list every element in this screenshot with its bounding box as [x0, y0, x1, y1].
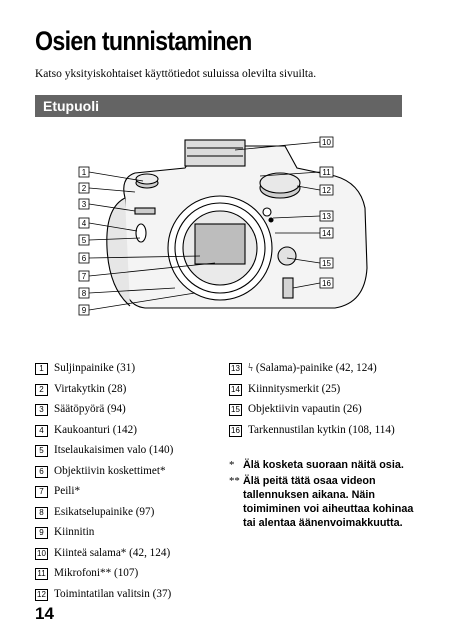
callout-9: 9 — [82, 306, 87, 315]
callout-7: 7 — [82, 272, 87, 281]
camera-front-illustration: 1 2 3 4 5 6 7 8 9 10 11 12 13 14 15 16 — [78, 136, 368, 316]
callout-1: 1 — [82, 168, 87, 177]
footnote: **Älä peitä tätä osaa videon tallennukse… — [229, 475, 414, 529]
section-header: Etupuoli — [35, 95, 402, 117]
callout-15: 15 — [322, 259, 331, 268]
callout-5: 5 — [82, 236, 87, 245]
footnote: *Älä kosketa suoraan näitä osia. — [229, 459, 404, 471]
page-title: Osien tunnistaminen — [35, 26, 252, 56]
footnotes: *Älä kosketa suoraan näitä osia. **Älä p… — [229, 458, 424, 532]
callout-4: 4 — [82, 219, 87, 228]
callout-13: 13 — [322, 212, 331, 221]
callout-14: 14 — [322, 229, 331, 238]
page-number: 14 — [35, 604, 54, 623]
intro-text: Katso yksityiskohtaiset käyttötiedot sul… — [35, 68, 317, 80]
callout-6: 6 — [82, 254, 87, 263]
callout-16: 16 — [322, 279, 331, 288]
callout-12: 12 — [322, 186, 331, 195]
callout-3: 3 — [82, 200, 87, 209]
callout-2: 2 — [82, 184, 87, 193]
section-title: Etupuoli — [43, 98, 99, 114]
callout-8: 8 — [82, 289, 87, 298]
callout-10: 10 — [322, 138, 331, 147]
callout-11: 11 — [322, 168, 331, 177]
